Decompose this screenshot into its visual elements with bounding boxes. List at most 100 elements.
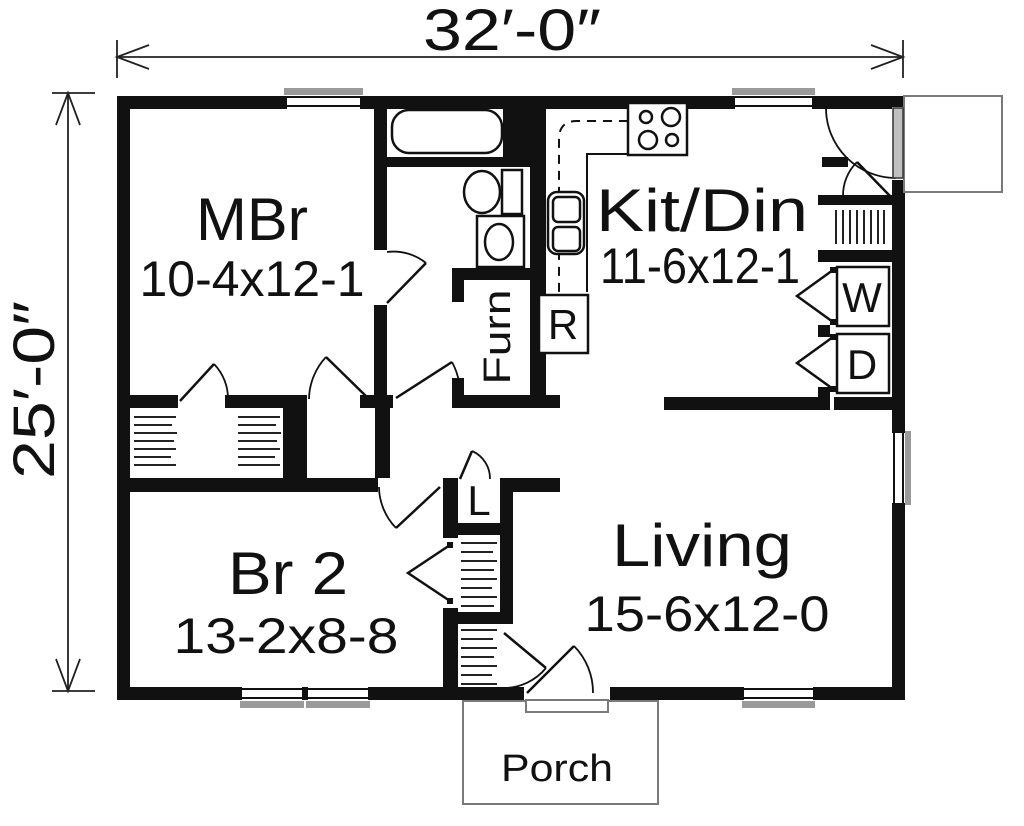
mbr-label: MBr	[196, 186, 308, 253]
shelf-hatch-br2-closet	[461, 542, 497, 607]
window-br2-bottom	[240, 686, 370, 708]
wall-entry-stub	[822, 157, 848, 167]
wall-stack-divider-2	[443, 612, 513, 624]
dryer-label: D	[847, 341, 877, 388]
shelf-hatch-mbr-closet-right	[238, 416, 281, 466]
hanging-rod-hatch-coat-closet	[835, 210, 885, 244]
wall-tub-front	[387, 157, 530, 167]
vertical-dimension: 25′-0″	[2, 90, 95, 694]
doors	[179, 107, 904, 694]
living-label: Living	[612, 512, 792, 579]
mbr-closet-a-door-leaf	[179, 363, 215, 402]
stove-icon	[626, 101, 689, 157]
burner-icon	[660, 106, 682, 128]
bifold-hinge	[830, 319, 836, 325]
stoop-outline	[903, 95, 1003, 193]
kitdin-label: Kit/Din	[596, 177, 808, 244]
coat-closet-door-arc	[842, 161, 858, 197]
rear-door-arc	[825, 107, 897, 179]
porch-label: Porch	[501, 748, 613, 790]
dryer-bifold-icon	[794, 335, 834, 391]
kitdin-size-label: 11-6x12-1	[600, 238, 800, 294]
front-door-leaf	[526, 645, 575, 694]
wall-stack-top-right	[500, 478, 560, 492]
wall-stack-divider-1	[443, 523, 513, 535]
width-dimension-label: 32′-0″	[423, 0, 601, 63]
dryer-box	[835, 332, 891, 395]
wall-kitchen-living	[664, 397, 824, 410]
br2-size-label: 13-2x8-8	[174, 608, 399, 664]
wall-furnace-west-a	[452, 280, 464, 302]
mbr-closet-b-door-arc	[308, 356, 327, 400]
wall-tub-stub	[503, 109, 530, 159]
sink-bowl-icon	[551, 195, 582, 224]
br2-door-leaf	[395, 486, 441, 529]
wall-mbr-bath-upper	[374, 109, 387, 250]
washer-box	[835, 265, 891, 328]
front-door-opening	[524, 687, 610, 700]
kitchen-fixtures	[537, 101, 689, 355]
wall-entry-closet-top	[818, 195, 892, 205]
entry-closet-door-arc	[503, 667, 547, 689]
burner-icon	[664, 132, 680, 148]
linen-door-arc	[471, 450, 491, 480]
bifold-hinge	[830, 334, 836, 340]
coat-closet-door-leaf	[856, 161, 891, 197]
linen-label: L	[467, 477, 490, 524]
counter-dashed-line	[558, 120, 628, 293]
sink-bowl-icon	[551, 225, 582, 253]
mbr-door-arc	[386, 250, 427, 264]
front-door-arc	[573, 645, 594, 694]
arrow-left-icon	[114, 44, 150, 70]
wall-kitchen-west	[530, 109, 546, 405]
br2-closet-bifold-icon	[405, 543, 451, 603]
furnace-label: Furn	[477, 290, 519, 385]
laundry-fixtures	[794, 265, 891, 395]
shelf-hatch-entry-closet	[461, 629, 497, 685]
wall-mid-b	[225, 395, 307, 408]
fixture-labels: Furn R W D L	[467, 274, 882, 524]
arrow-right-icon	[870, 44, 906, 70]
wall-mid-a	[117, 395, 178, 408]
dim-ticks-left	[52, 92, 95, 692]
wall-wd-stub-1	[818, 325, 830, 337]
window-mbr-top	[284, 88, 363, 111]
refrigerator-label: R	[548, 301, 578, 348]
wall-stack-west-b	[443, 608, 458, 687]
linen-door-leaf	[458, 450, 474, 480]
mbr-closet-a-door-arc	[213, 363, 229, 401]
burner-icon	[637, 129, 659, 151]
living-size-label: 15-6x12-0	[585, 586, 830, 642]
toilet-bowl-icon	[462, 169, 502, 215]
entry-closet-door-leaf	[503, 632, 547, 669]
br2-door-arc	[378, 486, 397, 529]
horizontal-dimension: 32′-0″	[114, 0, 906, 78]
wall-mbr-bath-lower	[374, 305, 387, 397]
window-kitchen-top	[732, 88, 815, 111]
wall-stack-east	[500, 492, 513, 618]
mbr-size-label: 10-4x12-1	[140, 251, 365, 307]
room-labels: MBr 10-4x12-1 Kit/Din 11-6x12-1 Br 2 13-…	[140, 177, 830, 790]
wall-mid-d	[452, 395, 560, 408]
washer-label: W	[842, 274, 882, 321]
window-living-right	[891, 431, 911, 505]
furnace-door-arc	[451, 361, 460, 383]
toilet-tank-icon	[500, 168, 524, 216]
height-dimension-label: 25′-0″	[2, 301, 67, 479]
arrow-up-icon	[55, 90, 81, 126]
wall-entry-closet-bottom	[818, 250, 892, 262]
mbr-closet-b-door-leaf	[325, 356, 372, 402]
bathroom-fixtures	[390, 108, 526, 269]
wall-below-dryer	[834, 397, 892, 410]
washer-bifold-icon	[794, 268, 834, 324]
wall-furnace-top	[452, 268, 530, 280]
wall-wd-stub-2	[818, 387, 830, 410]
wall-br2-top	[117, 478, 378, 492]
front-threshold	[525, 699, 609, 713]
closet-shelving	[134, 210, 885, 685]
bifold-hinge	[447, 598, 453, 604]
rear-door-leaf	[892, 107, 904, 179]
wall-closet-partition	[283, 408, 307, 478]
furnace-door-leaf	[395, 360, 453, 400]
